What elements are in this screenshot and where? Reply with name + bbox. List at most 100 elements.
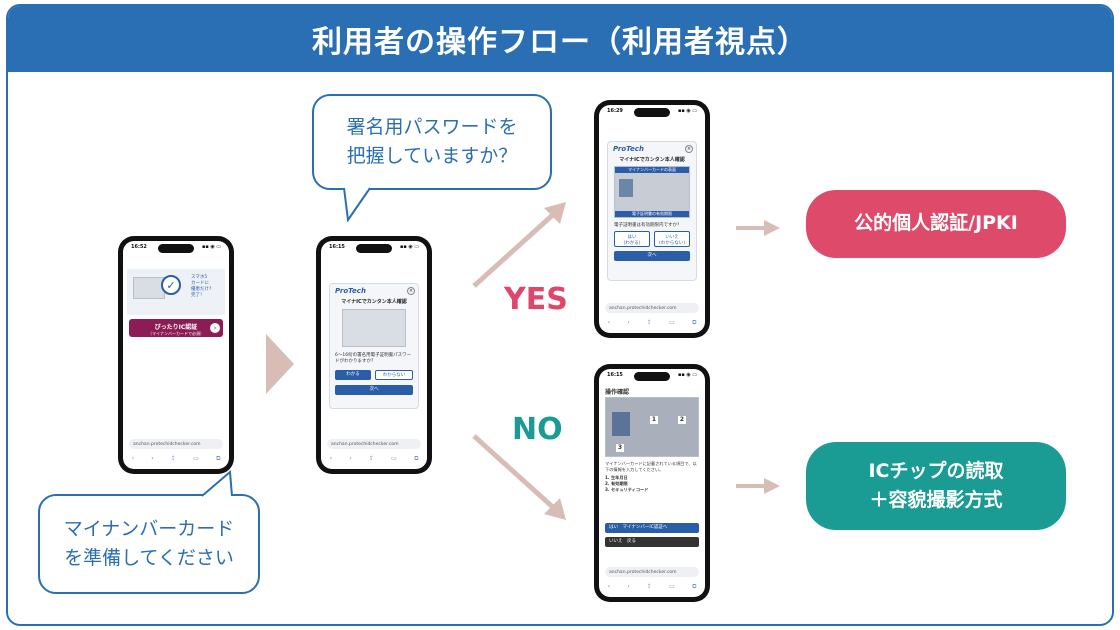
confirm-heading: 操作確認 [605, 389, 630, 396]
no-button[interactable]: いいえ(わからない) [654, 231, 690, 247]
browser-nav: ‹ › ⇪ ▭ ⧉ [599, 583, 705, 591]
marker-3: 3 [616, 444, 624, 452]
hero-image: ✓ スマホ5 カードに 優恵だけ? 完了！ [127, 269, 225, 315]
url-text: anchan.protechidchecker.com [609, 305, 677, 311]
url-bar[interactable]: anchan.protechidchecker.com [327, 439, 421, 449]
bookmarks-icon[interactable]: ▭ [193, 455, 199, 462]
card-illustration: マイナンバーカードの表面 電子証明書の有効期限 [614, 166, 690, 218]
no-label: いいえ [609, 539, 623, 544]
face-photo [619, 179, 633, 197]
yes-label: はい [627, 235, 637, 240]
forward-icon[interactable]: › [627, 319, 630, 326]
bookmarks-icon[interactable]: ▭ [669, 319, 675, 326]
close-icon[interactable]: × [685, 145, 693, 153]
question-text: 6〜16桁の署名用電子証明書パスワードがわかりますか？ [335, 353, 412, 365]
no-label: いいえ [665, 235, 679, 240]
status-time: 16:29 [607, 108, 623, 114]
proceed-ic-button[interactable]: はい マイナンバーIC認証へ [605, 523, 699, 533]
tabs-icon[interactable]: ⧉ [414, 455, 419, 462]
back-icon[interactable]: ‹ [607, 319, 611, 326]
ic-auth-label: ぴったりIC認証 [154, 324, 198, 331]
list-item: 3. セキュリティコード [605, 486, 649, 492]
signal-icon: ▪▪ ◉ ▭ [399, 244, 419, 250]
signal-icon: ▪▪ ◉ ▭ [677, 108, 697, 114]
no-sub: (わからない) [658, 241, 685, 246]
hero-text: スマホ5 カードに 優恵だけ? 完了！ [191, 275, 212, 298]
marker-1: 1 [650, 416, 658, 424]
notch [634, 372, 670, 381]
no-label: NO [512, 412, 563, 447]
phone-jpki: 16:29 ▪▪ ◉ ▭ ProTech × マイナICでカンタン本人確認 マイ… [594, 100, 710, 338]
browser-nav: ‹ › ⇪ ▭ ⧉ [321, 455, 427, 463]
question-text: 電子証明書は有効期限内ですか？ [614, 223, 682, 228]
tabs-icon[interactable]: ⧉ [692, 319, 697, 326]
protech-logo: ProTech [335, 287, 366, 295]
next-button[interactable]: 次へ [335, 384, 413, 395]
phone-screen: 16:29 ▪▪ ◉ ▭ ProTech × マイナICでカンタン本人確認 マイ… [599, 105, 705, 333]
yes-label: YES [504, 282, 568, 317]
url-text: anchan.protechidchecker.com [331, 441, 399, 447]
tabs-icon[interactable]: ⧉ [216, 455, 221, 462]
back-icon[interactable]: ‹ [329, 455, 333, 462]
card-illustration [342, 309, 406, 347]
notch [634, 108, 670, 117]
forward-icon[interactable]: › [349, 455, 352, 462]
share-icon[interactable]: ⇪ [646, 583, 652, 590]
phone-screen: 16:15 ▪▪ ◉ ▭ 操作確認 1 2 3 マイナンバーカードに記載されてい… [599, 369, 705, 597]
status-time: 16:52 [131, 244, 147, 250]
bubble-prepare: マイナンバーカード を準備してください [38, 494, 260, 594]
close-icon[interactable]: × [407, 287, 415, 295]
signal-icon: ▪▪ ◉ ▭ [677, 372, 697, 378]
tabs-icon[interactable]: ⧉ [692, 583, 697, 590]
forward-icon[interactable]: › [151, 455, 154, 462]
bubble-password-tail [343, 186, 371, 222]
bubble-password: 署名用パスワードを 把握していますか？ [312, 94, 552, 190]
list-item: 1. 生年月日 [605, 475, 628, 480]
arrow-right-icon: › [210, 323, 220, 333]
instruction-text: マイナンバーカードに記載されている項目で、以下の情報を入力してください。 [605, 461, 697, 472]
forward-icon[interactable]: › [627, 583, 630, 590]
marker-2: 2 [678, 416, 686, 424]
browser-nav: ‹ › ⇪ ▭ ⧉ [123, 455, 229, 463]
share-icon[interactable]: ⇪ [368, 455, 374, 462]
phone-ic-read: 16:15 ▪▪ ◉ ▭ 操作確認 1 2 3 マイナンバーカードに記載されてい… [594, 364, 710, 602]
dont-know-button[interactable]: わからない [375, 369, 413, 380]
status-time: 16:15 [329, 244, 345, 250]
check-icon: ✓ [161, 275, 181, 295]
items-list: 1. 生年月日 2. 有効期限 3. セキュリティコード [605, 475, 648, 493]
phone-screen: 16:15 ▪▪ ◉ ▭ ProTech × マイナICでカンタン本人確認 6〜… [321, 241, 427, 469]
page-title: 利用者の操作フロー（利用者視点） [8, 6, 1112, 72]
back-label: 戻る [627, 539, 636, 544]
card-caption: マイナンバーカードの表面 [615, 167, 689, 173]
list-item: 2. 有効期限 [605, 480, 628, 486]
back-icon[interactable]: ‹ [607, 583, 611, 590]
bookmarks-icon[interactable]: ▭ [391, 455, 397, 462]
next-button[interactable]: 次へ [614, 251, 690, 261]
bubble-prepare-tail [201, 470, 233, 498]
know-button[interactable]: わかる [335, 369, 371, 380]
proceed-label: マイナンバーIC認証へ [622, 525, 668, 530]
share-icon[interactable]: ⇪ [646, 319, 652, 326]
phone-password: 16:15 ▪▪ ◉ ▭ ProTech × マイナICでカンタン本人確認 6〜… [316, 236, 432, 474]
result-ic-chip: ICチップの読取 ＋容貌撮影方式 [806, 442, 1066, 530]
yes-label: はい [609, 525, 618, 530]
card-caption-expiry: 電子証明書の有効期限 [615, 211, 689, 217]
no-branch-arrow-icon [472, 434, 566, 520]
phone-screen: 16:52 ▪▪ ◉ ▭ ✓ スマホ5 カードに 優恵だけ? 完了！ ぴったりI… [123, 241, 229, 469]
share-icon[interactable]: ⇪ [170, 455, 176, 462]
result-jpki: 公的個人認証/JPKI [806, 190, 1066, 258]
url-bar[interactable]: anchan.protechidchecker.com [605, 567, 699, 577]
back-button[interactable]: いいえ 戻る [605, 537, 699, 547]
back-icon[interactable]: ‹ [131, 455, 135, 462]
url-bar[interactable]: anchan.protechidchecker.com [605, 303, 699, 313]
ic-auth-sub: （マイナンバーカードで必須） [148, 331, 204, 336]
yes-button[interactable]: はい(わかる) [614, 231, 650, 247]
signal-icon: ▪▪ ◉ ▭ [201, 244, 221, 250]
ic-auth-button[interactable]: ぴったりIC認証 （マイナンバーカードで必須） › [129, 319, 223, 337]
notch [158, 244, 194, 253]
answer-row: はい(わかる) いいえ(わからない) [608, 229, 696, 249]
result-arrow-bottom-icon [736, 478, 780, 494]
bookmarks-icon[interactable]: ▭ [669, 583, 675, 590]
status-time: 16:15 [607, 372, 623, 378]
url-bar[interactable]: anchan.protechidchecker.com [129, 439, 223, 449]
